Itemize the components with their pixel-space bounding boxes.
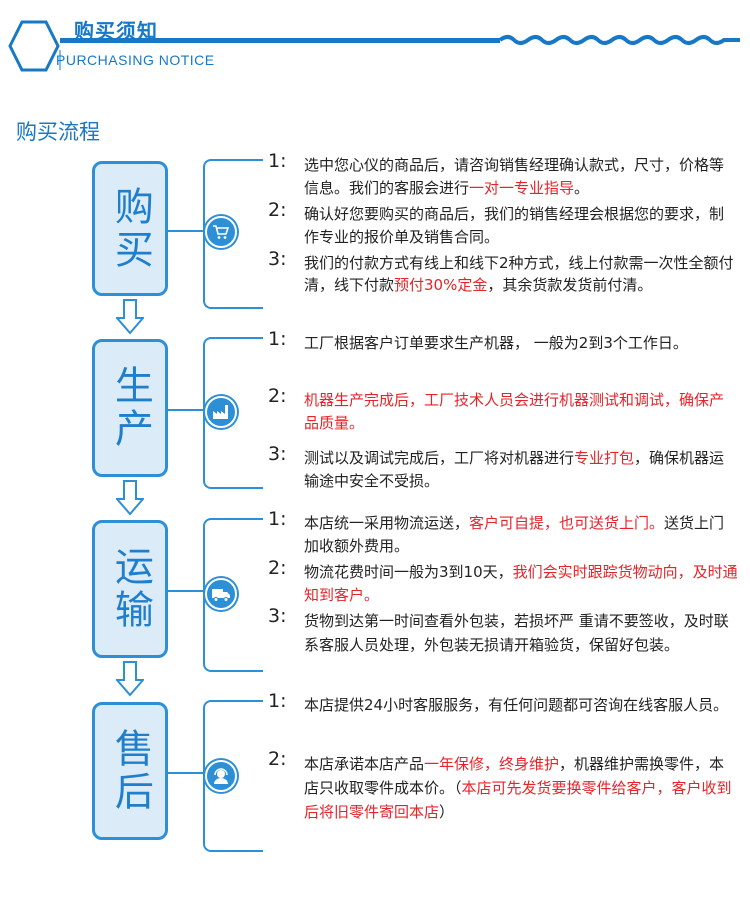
factory-icon (205, 396, 237, 428)
body-text: ，确保机器运输途中安全不受损。 (304, 449, 725, 490)
stage-box-production: 生产 (92, 339, 168, 477)
body-text: 选中您心仪的商品后，请咨询销售经理确认款式，尺寸，价格等信息。我们的客服会进行 (304, 156, 725, 197)
body-text: 本店提供24小时客服服务，有任何问题都可咨询在线客服人员。 (304, 696, 729, 714)
body-text: 本店统一采用物流运送， (304, 514, 470, 532)
stage-label: 购买 (108, 185, 154, 272)
list-item: 3:我们的付款方式有线上和线下2种方式，线上付款需一次性全额付清，线下付款预付3… (268, 248, 738, 296)
item-text: 机器生产完成后，工厂技术人员会进行机器测试和调试，确保产品质量。 (304, 389, 738, 435)
bracket-line (203, 159, 263, 309)
item-text: 选中您心仪的商品后，请咨询销售经理确认款式，尺寸，价格等信息。我们的客服会进行一… (304, 154, 738, 200)
list-item: 3:测试以及调试完成后，工厂将对机器进行专业打包，确保机器运输途中安全不受损。 (268, 443, 738, 493)
body-text: 工厂根据客户订单要求生产机器， 一般为2到3个工作日。 (304, 334, 688, 352)
stage-box-after-sales: 售后 (92, 702, 168, 840)
highlight-text: 一年保修，终身维护 (424, 755, 560, 773)
item-text: 我们的付款方式有线上和线下2种方式，线上付款需一次性全额付清，线下付款预付30%… (304, 252, 738, 296)
item-text: 本店提供24小时客服服务，有任何问题都可咨询在线客服人员。 (304, 694, 738, 717)
connector-line (168, 590, 204, 592)
item-text: 货物到达第一时间查看外包装，若损坏严 重请不要签收，及时联系客服人员处理，外包装… (304, 609, 738, 657)
shopping-cart-icon (205, 216, 237, 248)
connector-line (168, 230, 204, 232)
wave-ornament (498, 35, 740, 45)
list-item: 2:机器生产完成后，工厂技术人员会进行机器测试和调试，确保产品质量。 (268, 385, 738, 435)
bracket-line (203, 518, 263, 672)
header-title: 购买须知 (74, 19, 158, 43)
down-arrow-icon (116, 661, 144, 697)
item-text: 本店承诺本店产品一年保修，终身维护，机器维护需换零件，本店只收取零件成本价。（本… (304, 752, 738, 824)
highlight-text: 客户可自提，也可送货上门。 (469, 514, 665, 532)
list-item: 2:物流花费时间一般为3到10天，我们会实时跟踪货物动向，及时通知到客户。 (268, 557, 738, 607)
body-text: 我们的付款方式有线上和线下2种方式，线上付款需一次性全额付清，线下付款 (304, 254, 734, 294)
list-item: 1:本店提供24小时客服服务，有任何问题都可咨询在线客服人员。 (268, 690, 738, 717)
header-bar (60, 38, 500, 43)
stage-label: 运输 (108, 546, 154, 632)
delivery-truck-icon (205, 578, 237, 610)
flow-title: 购买流程 (16, 120, 100, 144)
body-text: 确认好您要购买的商品后，我们的销售经理会根据您的要求，制作专业的报价单及销售合同… (304, 205, 725, 246)
highlight-text: 一对一专业指导 (469, 179, 575, 197)
stage-box-purchase: 购买 (92, 161, 168, 296)
hexagon-logo-icon (8, 20, 60, 72)
body-text: 送货上门加收额外费用。 (304, 514, 725, 555)
stage-label: 生产 (108, 365, 154, 451)
highlight-text: 机器生产完成后，工厂技术人员会进行机器测试和调试，确保产品质量。 (304, 391, 725, 432)
body-text: ，机器维护需换零件，本店只收取零件成本价。（ (304, 755, 725, 797)
item-text: 确认好您要购买的商品后，我们的销售经理会根据您的要求，制作专业的报价单及销售合同… (304, 203, 738, 249)
list-item: 3:货物到达第一时间查看外包装，若损坏严 重请不要签收，及时联系客服人员处理，外… (268, 605, 738, 657)
body-text: 货物到达第一时间查看外包装，若损坏严 重请不要签收，及时联系客服人员处理，外包装… (304, 612, 729, 654)
body-text: ） (439, 803, 455, 821)
bracket-line (203, 337, 263, 489)
header-subtitle: PURCHASING NOTICE (56, 52, 215, 68)
stage-label: 售后 (108, 728, 154, 814)
item-text: 测试以及调试完成后，工厂将对机器进行专业打包，确保机器运输途中安全不受损。 (304, 447, 738, 493)
item-text: 工厂根据客户订单要求生产机器， 一般为2到3个工作日。 (304, 332, 738, 355)
bracket-line (203, 700, 263, 852)
item-text: 本店统一采用物流运送，客户可自提，也可送货上门。送货上门加收额外费用。 (304, 512, 738, 558)
body-text: 。 (574, 179, 590, 197)
stage-box-shipping: 运输 (92, 520, 168, 658)
down-arrow-icon (116, 299, 144, 335)
highlight-text: 我们会实时跟踪货物动向，及时通知到客户。 (304, 563, 738, 604)
list-item: 1:本店统一采用物流运送，客户可自提，也可送货上门。送货上门加收额外费用。 (268, 508, 738, 558)
body-text: 本店承诺本店产品 (304, 755, 425, 773)
list-item: 2:本店承诺本店产品一年保修，终身维护，机器维护需换零件，本店只收取零件成本价。… (268, 748, 738, 824)
down-arrow-icon (116, 480, 144, 516)
body-text: 测试以及调试完成后，工厂将对机器进行 (304, 449, 575, 467)
highlight-text: 专业打包 (574, 449, 635, 467)
highlight-text: 预付30%定金 (394, 276, 488, 294)
list-item: 2:确认好您要购买的商品后，我们的销售经理会根据您的要求，制作专业的报价单及销售… (268, 199, 738, 249)
list-item: 1:工厂根据客户订单要求生产机器， 一般为2到3个工作日。 (268, 328, 738, 355)
list-item: 1:选中您心仪的商品后，请咨询销售经理确认款式，尺寸，价格等信息。我们的客服会进… (268, 150, 738, 200)
customer-service-icon (205, 760, 237, 792)
connector-line (168, 772, 204, 774)
highlight-text: 本店可先发货要换零件给客户，客户收到后将旧零件寄回本店 (304, 779, 732, 821)
body-text: ，其余货款发货前付清。 (487, 276, 653, 294)
header-decoration (8, 20, 740, 72)
item-text: 物流花费时间一般为3到10天，我们会实时跟踪货物动向，及时通知到客户。 (304, 561, 738, 607)
body-text: 物流花费时间一般为3到10天， (304, 563, 513, 581)
connector-line (168, 409, 204, 411)
